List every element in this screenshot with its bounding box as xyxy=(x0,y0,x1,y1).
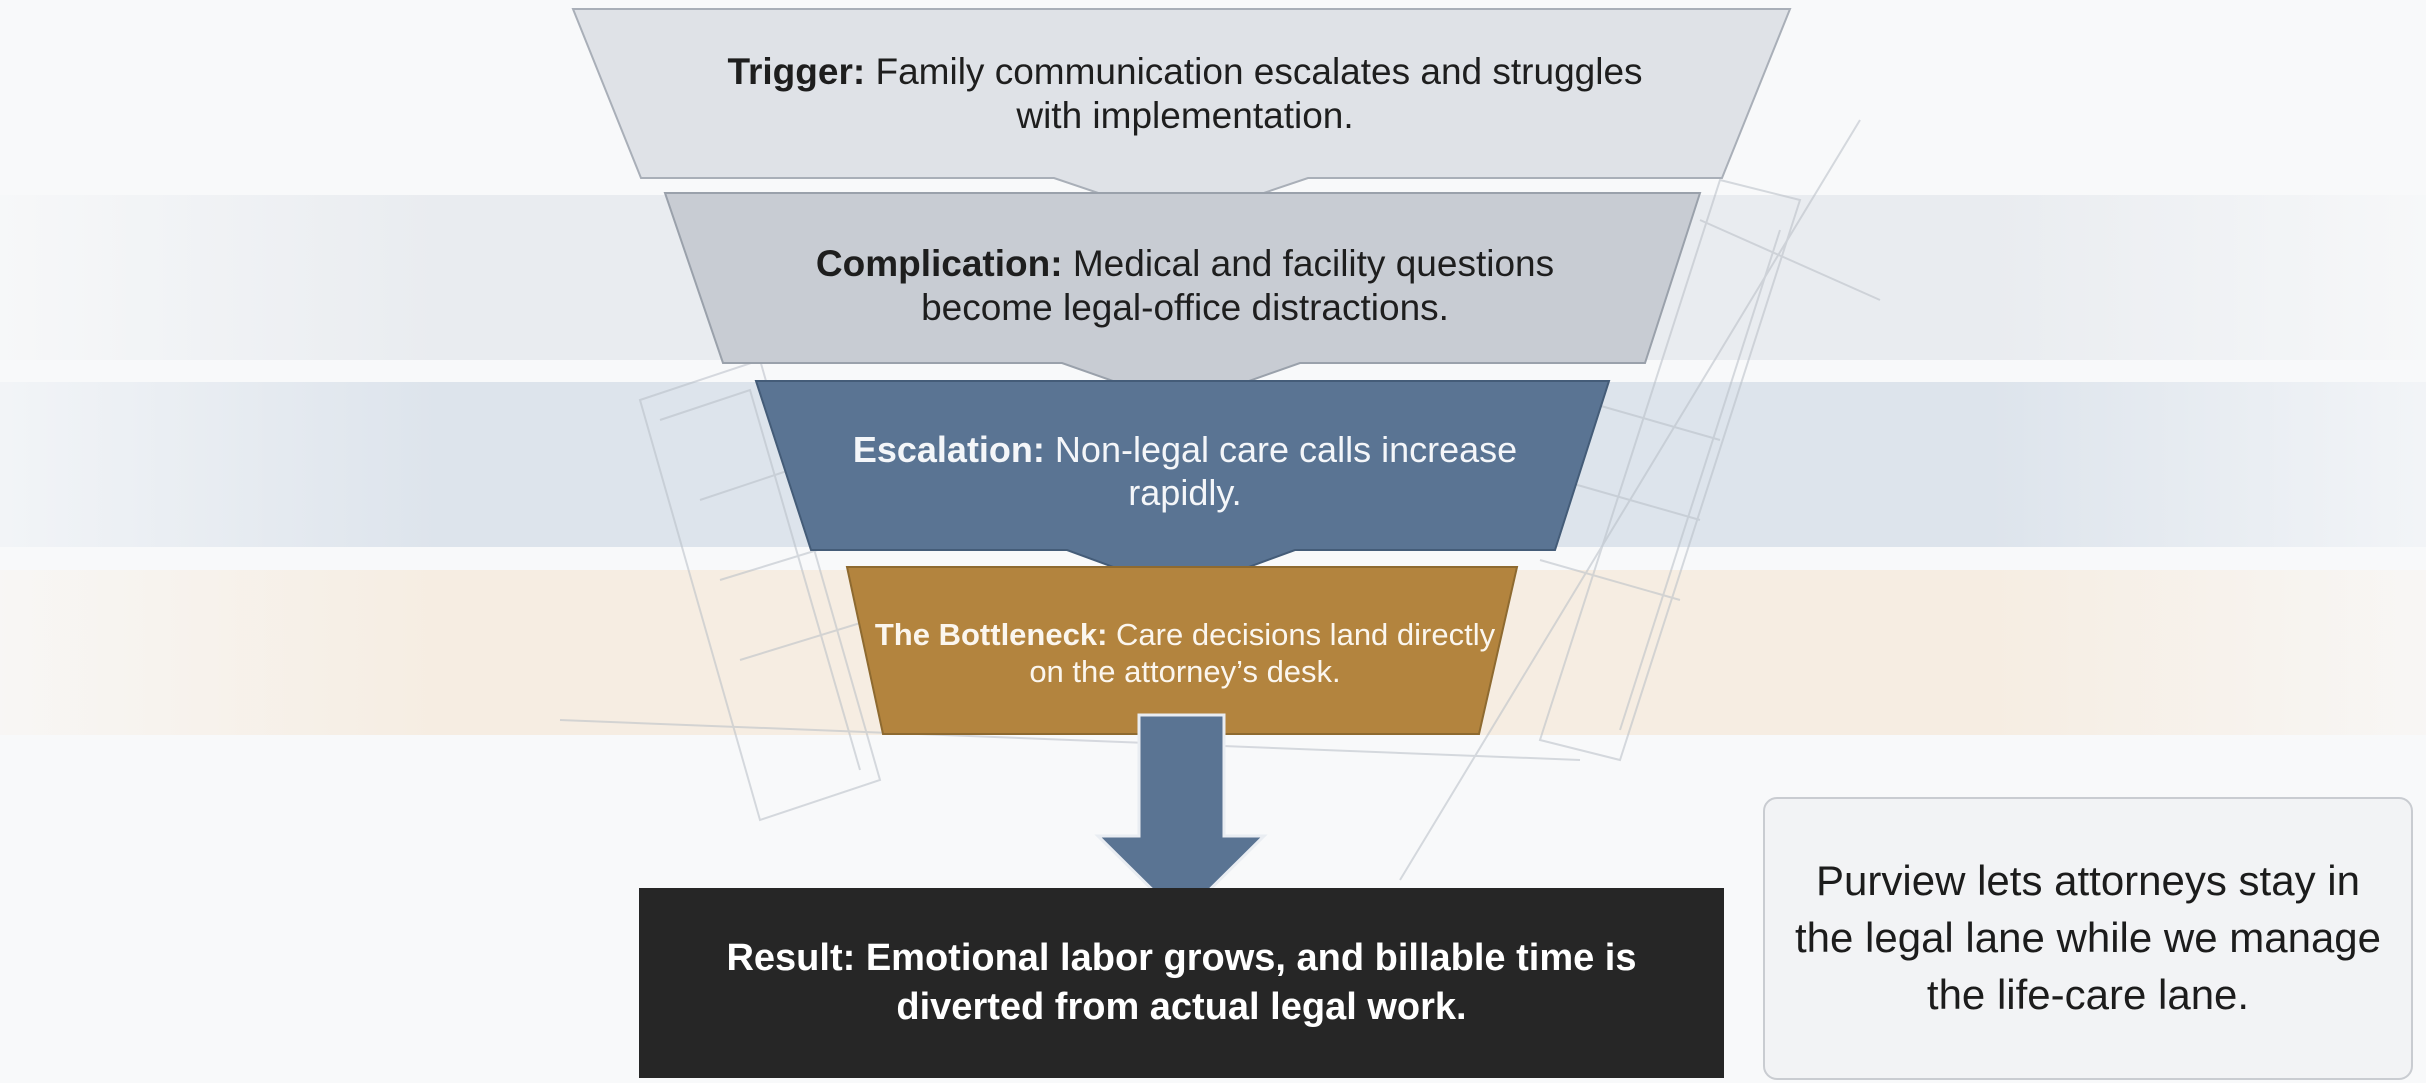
stage-escalation-text: Escalation: Non-legal care calls increas… xyxy=(830,428,1540,514)
stage-bottleneck-shape xyxy=(845,566,1519,735)
stage-complication-text: Complication: Medical and facility quest… xyxy=(760,242,1610,331)
blueprint-sketch xyxy=(559,119,1881,881)
stage-trigger-label: Trigger: xyxy=(727,51,866,92)
result-text: Result: Emotional labor grows, and billa… xyxy=(726,936,1637,1028)
stage-bottleneck-description: Care decisions land directly on the atto… xyxy=(1029,617,1496,690)
callout-text: Purview lets attorneys stay in the legal… xyxy=(1794,857,2382,1018)
stage-bottleneck-label: The Bottleneck: xyxy=(874,617,1108,652)
down-arrow-icon xyxy=(1094,713,1268,921)
stage-trigger-description: Family communication escalates and strug… xyxy=(875,51,1643,137)
callout-box: Purview lets attorneys stay in the legal… xyxy=(1763,797,2413,1080)
result-box: Result: Emotional labor grows, and billa… xyxy=(639,888,1724,1078)
stage-trigger-text: Trigger: Family communication escalates … xyxy=(700,50,1670,139)
stage-complication-description: Medical and facility questions become le… xyxy=(921,243,1555,329)
stage-complication-label: Complication: xyxy=(815,243,1063,284)
stage-escalation-description: Non-legal care calls increase rapidly. xyxy=(1054,429,1518,514)
stage-escalation-label: Escalation: xyxy=(852,429,1045,470)
stage-bottleneck-text: The Bottleneck: Care decisions land dire… xyxy=(870,616,1500,690)
